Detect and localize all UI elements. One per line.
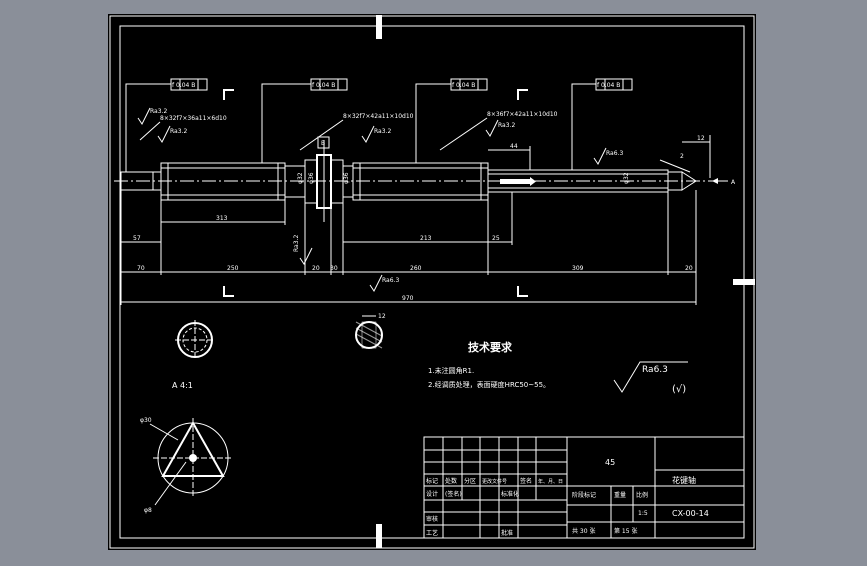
svg-text:Ra3.2: Ra3.2	[374, 128, 391, 135]
tech-req-line: 2.经调质处理，表面硬度HRC50~55。	[428, 380, 550, 389]
tolerance-text: f 0.04 B	[172, 82, 195, 89]
diameter-label: φ36	[343, 172, 350, 184]
svg-text:第 15 张: 第 15 张	[614, 527, 637, 535]
tolerance-frame-2: f 0.04 B	[261, 78, 348, 163]
svg-text:B: B	[321, 140, 325, 147]
tech-req-title: 技术要求	[468, 340, 513, 354]
dim-25: 25	[492, 235, 500, 242]
svg-text:Ra6.3: Ra6.3	[606, 150, 623, 157]
view-a-dia-label: φ30	[140, 417, 152, 424]
svg-text:Ra3.2: Ra3.2	[293, 235, 300, 252]
shaft-main-view	[114, 140, 712, 222]
diameter-label: φ32	[297, 172, 304, 184]
center-mark-right	[733, 279, 755, 285]
dim-30: 30	[330, 265, 338, 272]
view-a-title: A 4:1	[172, 381, 193, 390]
view-arrow-label: A	[731, 179, 736, 186]
tolerance-text: f 0.04 B	[597, 82, 620, 89]
svg-text:(签名): (签名)	[445, 490, 462, 498]
svg-text:更改文件号: 更改文件号	[482, 478, 507, 485]
center-mark-top	[376, 15, 382, 39]
svg-text:Ra3.2: Ra3.2	[170, 128, 187, 135]
svg-text:Ra6.3: Ra6.3	[642, 365, 668, 375]
svg-text:(√): (√)	[672, 384, 686, 395]
diameter-label: φ36	[308, 172, 315, 184]
roughness-marks: Ra3.2 Ra3.2 Ra3.2 Ra3.2 Ra6.3 Ra6.3 Ra3.…	[137, 107, 623, 292]
svg-text:重量: 重量	[614, 491, 626, 499]
svg-text:签名: 签名	[520, 477, 532, 485]
svg-text:Ra6.3: Ra6.3	[382, 277, 399, 284]
dim-20b: 20	[685, 265, 693, 272]
dim-309: 309	[572, 265, 584, 272]
svg-text:审核: 审核	[426, 515, 438, 523]
dim-20: 20	[312, 265, 320, 272]
dim-213: 213	[420, 235, 432, 242]
diameter-labels: φ32 φ36 φ36 φ32	[297, 172, 630, 184]
key-section-view: 12	[355, 313, 386, 349]
dim-57: 57	[133, 235, 141, 242]
svg-text:Ra3.2: Ra3.2	[498, 122, 515, 129]
svg-text:Ra3.2: Ra3.2	[150, 108, 167, 115]
material: 45	[605, 458, 615, 467]
datum-b: B	[317, 136, 330, 149]
sheet-background	[108, 14, 756, 550]
svg-text:比例: 比例	[636, 491, 648, 499]
scale-value: 1:5	[638, 510, 648, 517]
svg-text:处数: 处数	[445, 477, 457, 485]
dim-12: 12	[697, 135, 705, 142]
dim-250: 250	[227, 265, 239, 272]
tolerance-text: f 0.04 B	[452, 82, 475, 89]
dimension-lines: 313 57 213 25 70 250 20 30 260 309 20 97…	[120, 135, 736, 305]
svg-text:分区: 分区	[464, 477, 476, 485]
dim-44: 44	[510, 143, 518, 150]
part-name: 花键轴	[672, 475, 696, 485]
spline-callout: 8×36f7×42a11×10d10	[487, 111, 558, 118]
svg-text:工艺: 工艺	[426, 529, 438, 537]
tolerance-frame-1: f 0.04 B	[125, 78, 208, 172]
spline-callout: 8×32f7×42a11×10d10	[343, 113, 414, 120]
tech-requirements: 技术要求 1.未注圆角R1. 2.经调质处理，表面硬度HRC50~55。	[428, 340, 550, 389]
svg-text:共 30 张: 共 30 张	[572, 527, 595, 535]
general-roughness-symbol: Ra6.3 (√)	[613, 361, 688, 395]
svg-text:阶段标记: 阶段标记	[572, 491, 596, 499]
center-mark-bottom	[376, 524, 382, 548]
tolerance-frame-4: f 0.04 B	[571, 78, 633, 170]
title-block: 标记 处数 分区 更改文件号 签名 年、月、日 设计 (签名) 标准化 审核 工…	[423, 436, 745, 539]
diameter-label: φ32	[623, 172, 630, 184]
tech-req-line: 1.未注圆角R1.	[428, 366, 474, 375]
dim-2: 2	[680, 153, 684, 160]
spline-callouts: 8×32f7×36a11×6d10 8×32f7×42a11×10d10 8×3…	[139, 111, 558, 151]
tolerance-frame-3: f 0.04 B	[415, 78, 488, 163]
spline-callout: 8×32f7×36a11×6d10	[160, 115, 227, 122]
dim-313: 313	[216, 215, 228, 222]
svg-text:标记: 标记	[426, 477, 438, 485]
view-a-dia-label: φ8	[144, 507, 152, 514]
drawing-number: CX-00-14	[672, 509, 709, 518]
svg-text:年、月、日: 年、月、日	[538, 478, 563, 485]
dim-70: 70	[137, 265, 145, 272]
view-a-detail: A 4:1 φ30 φ8	[140, 381, 233, 514]
svg-text:批准: 批准	[501, 529, 513, 537]
tolerance-text: f 0.04 B	[312, 82, 335, 89]
svg-text:设计: 设计	[426, 490, 438, 498]
dim-12b: 12	[378, 313, 386, 320]
dim-970: 970	[402, 295, 414, 302]
svg-text:标准化: 标准化	[501, 490, 519, 498]
dim-260: 260	[410, 265, 422, 272]
section-cut-marks	[223, 89, 528, 297]
spline-section-view	[175, 320, 215, 360]
